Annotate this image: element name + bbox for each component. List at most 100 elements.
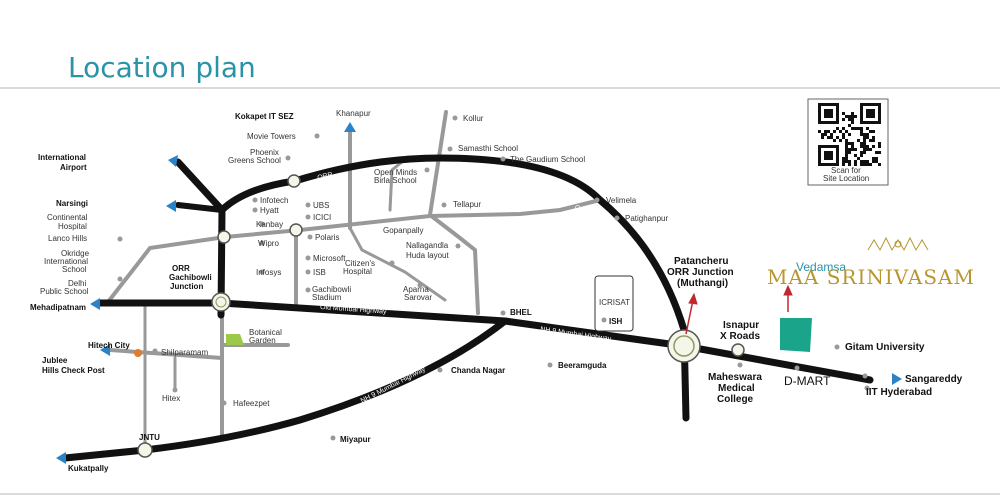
label-movie-towers: Movie Towers [247,132,296,141]
label-isnapur-2: X Roads [720,331,760,342]
label-infosys: Infosys [256,268,281,277]
arrow-narsingi-icon [166,200,176,212]
junction-kanbay [217,230,231,244]
label-okridge-2: International [44,257,88,266]
label-bhel: BHEL [510,308,532,317]
label-isb: ISB [313,268,326,277]
label-orr-gachi-3: Junction [170,282,203,291]
brand-line-2: MAA SRINIVASAM [767,265,975,289]
label-phoenix-2: Greens School [228,156,281,165]
label-orr-gachi-1: ORR [172,264,190,273]
arrow-khanapur-icon [344,122,356,132]
label-iit: IIT Hyderabad [866,387,932,398]
label-intl-airport-1: International [38,153,86,162]
label-dmart: D-MART [784,374,831,388]
label-tellapur: Tellapur [453,200,481,209]
label-dps-2: Public School [40,287,89,296]
brand-line-1: Vedamsa [796,260,846,274]
red-arrows [685,284,793,335]
label-polaris: Polaris [315,233,339,242]
arrow-airport-icon [168,155,178,167]
junction-polaris [289,223,303,237]
label-botanical-2: Garden [249,336,276,345]
label-jubilee-2: Hills Check Post [42,366,105,375]
road-orr-label: ORR [317,171,334,182]
label-samasthi: Samasthi School [458,144,518,153]
label-gachi-stadium-1: Gachibowli [312,285,351,294]
label-hitech: Hitech City [88,341,130,350]
label-kokapet: Kokapet IT SEZ [235,112,294,121]
label-lanco: Lanco Hills [48,234,87,243]
label-patighanpur: Patighanpur [625,214,668,223]
road-nh9-label-2: NH 9 Mumbai Highway [360,366,427,405]
label-maheswara-1: Maheswara [708,372,762,383]
junction-gachibowli [211,292,231,312]
label-kukatpally: Kukatpally [68,464,109,473]
label-jubilee-1: Jublee [42,356,68,365]
qr-caption-1: Scan for [831,166,861,175]
label-ish: ISH [609,317,623,326]
label-aparna-1: Aparna [403,285,429,294]
junction-orr-north [287,174,301,188]
label-icrisat: ICRISAT [599,298,630,307]
qr-code-panel[interactable]: Scan for Site Location [807,98,889,186]
label-open-minds-1: Open Minds [374,168,417,177]
label-okridge-1: Okridge [61,249,90,258]
label-microsoft: Microsoft [313,254,346,263]
label-kollur: Kollur [463,114,484,123]
label-hyatt: Hyatt [260,206,279,215]
label-nallagandla-2: Huda layout [406,251,449,260]
label-icici: ICICI [313,213,331,222]
label-nallagandla-1: Nallagandla [406,241,449,250]
junctions [137,174,745,458]
label-jntu: JNTU [139,433,160,442]
arrow-jubilee-icon [100,344,110,356]
label-gaudium: The Gaudium School [510,155,585,164]
qr-caption-2: Site Location [823,174,869,183]
hitech-city-marker [134,349,142,357]
label-gachi-stadium-2: Stadium [312,293,342,302]
label-ubs: UBS [313,201,329,210]
label-continental-2: Hospital [58,222,87,231]
main-roads [61,154,874,462]
label-gopanpally: Gopanpally [383,226,423,235]
label-patancheru-1: Patancheru [674,256,728,267]
label-hitex: Hitex [162,394,180,403]
arrow-kukatpally-icon [56,452,66,464]
label-citizens-1: Citizen's [345,259,375,268]
label-phoenix-1: Phoenix [250,148,279,157]
label-hafeezpet: Hafeezpet [233,399,270,408]
label-wipro: Wipro [258,239,279,248]
arrow-sangareddy-icon [892,373,902,385]
label-botanical-1: Botanical [249,328,282,337]
label-khanapur: Khanapur [336,109,371,118]
road-orr-label-2: ORR [573,204,590,219]
page-title: Location plan [68,51,256,84]
label-patancheru-2: ORR Junction [667,267,734,278]
junction-isnapur [731,343,745,357]
label-chanda: Chanda Nagar [451,366,505,375]
qr-code-icon[interactable] [818,103,881,166]
label-sangareddy: Sangareddy [905,374,963,385]
arrow-mehdipatnam-icon [90,298,100,310]
label-continental-1: Continental [47,213,88,222]
label-velimela: Velimela [606,196,637,205]
label-miyapur: Miyapur [340,435,371,444]
label-narsingi: Narsingi [56,199,88,208]
label-isnapur-1: Isnapur [723,320,759,331]
brand-logo: Vedamsa MAA SRINIVASAM [767,236,975,289]
label-citizens-2: Hospital [343,267,372,276]
label-maheswara-3: College [717,394,754,405]
label-shilparamam: Shilparamam [161,348,208,357]
label-okridge-3: School [62,265,87,274]
icrisat-box [594,275,634,332]
secondary-roads [106,110,602,452]
label-open-minds-2: Birla School [374,176,417,185]
label-maheswara-2: Medical [718,383,755,394]
label-mehdipatnam: Mehadipatnam [30,303,86,312]
label-patancheru-3: (Muthangi) [677,278,728,289]
label-beeramguda: Beeramguda [558,361,607,370]
label-gitam: Gitam University [845,342,925,353]
label-intl-airport-2: Airport [60,163,87,172]
